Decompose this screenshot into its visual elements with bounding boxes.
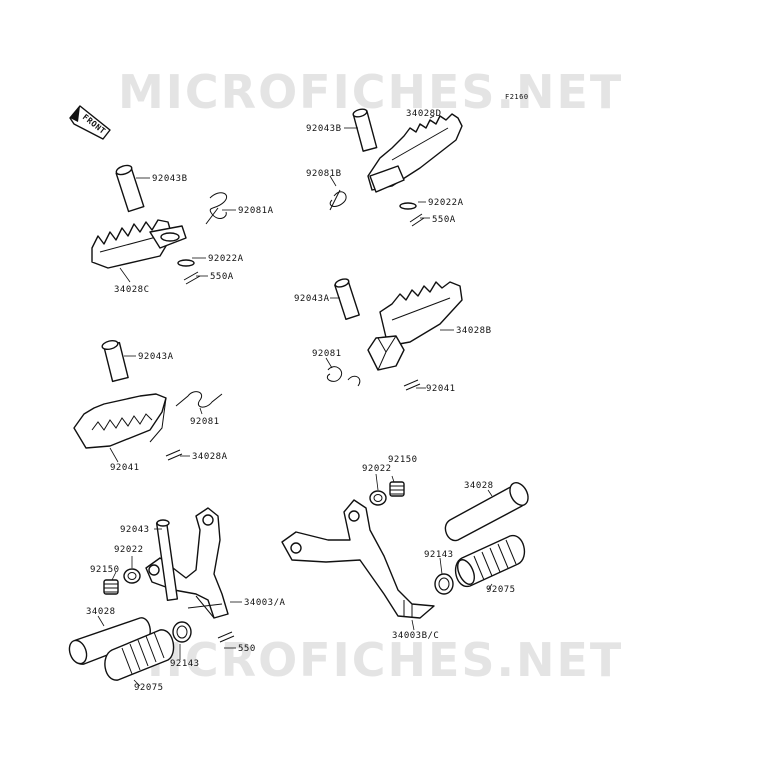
callout-92041-right: 92041 <box>426 384 456 394</box>
callout-34028-left: 34028 <box>86 607 116 617</box>
callout-92143-right: 92143 <box>424 550 454 560</box>
callout-34003a: 34003/A <box>244 598 286 608</box>
callout-92043: 92043 <box>120 525 150 535</box>
callout-34028a: 92041 <box>110 463 140 473</box>
callout-34003bc: 34003B/C <box>392 631 439 641</box>
figure-code: F2160 <box>505 93 529 101</box>
callout-92043a-left: 92043A <box>138 352 174 362</box>
callout-92081-right: 92081 <box>312 349 342 359</box>
callout-92150-left: 92150 <box>90 565 120 575</box>
callout-550: 550 <box>238 644 256 654</box>
callout-34028c: 34028C <box>114 285 150 295</box>
callout-92043a-right: 92043A <box>294 294 330 304</box>
watermark-bottom: MICROFICHES.NET <box>118 633 623 687</box>
callout-92043b-left: 92043B <box>152 174 188 184</box>
footpeg-34028d <box>329 108 463 227</box>
callout-34028d: 34028D <box>406 109 442 119</box>
callout-92022-right: 92022 <box>362 464 392 474</box>
callout-92022-left: 92022 <box>114 545 144 555</box>
callout-92150-right: 92150 <box>388 455 418 465</box>
watermark-top: MICROFICHES.NET <box>118 65 623 119</box>
bracket-34003a <box>68 507 235 681</box>
callout-92143-left: 92143 <box>170 659 200 669</box>
callout-92081b: 92081B <box>306 169 342 179</box>
callout-550a-right: 550A <box>432 215 456 225</box>
footpeg-34028a <box>73 339 223 461</box>
footpeg-34028c <box>91 164 228 285</box>
callout-34028-right: 34028 <box>464 481 494 491</box>
callout-92075-left: 92075 <box>134 683 164 693</box>
callout-92081-left: 92081 <box>190 417 220 427</box>
callout-92075-right: 92075 <box>486 585 516 595</box>
bracket-34003bc <box>281 481 529 619</box>
callout-92041-left: 34028A <box>192 452 228 462</box>
callout-34028b: 34028B <box>456 326 492 336</box>
callout-92081a: 92081A <box>238 206 274 216</box>
callout-92022a-right: 92022A <box>428 198 464 208</box>
footpeg-34028b <box>326 278 463 391</box>
callout-92043b-right: 92043B <box>306 124 342 134</box>
front-arrow-icon: FRONT <box>69 105 111 140</box>
callout-92022a-left: 92022A <box>208 254 244 264</box>
callout-550a-left: 550A <box>210 272 234 282</box>
